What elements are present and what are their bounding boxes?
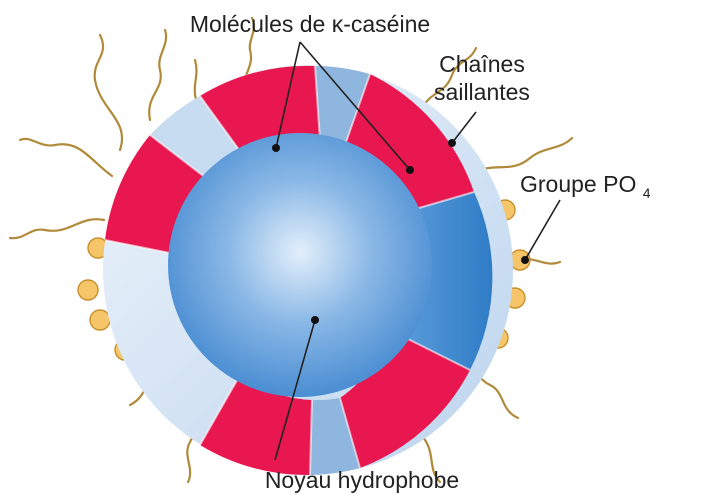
chain: [95, 35, 122, 150]
pointer-dot: [521, 256, 529, 264]
phosphate-label-text: Groupe PO: [520, 171, 636, 197]
chain: [10, 219, 104, 238]
chains-label-line1: Chaînes: [439, 51, 525, 77]
kappa-casein-label: Molécules de κ-caséine: [190, 11, 430, 37]
pointer-dot: [406, 166, 414, 174]
chain: [20, 139, 112, 176]
phosphate-label-subscript: 4: [643, 185, 651, 201]
chain: [149, 30, 166, 120]
core-label: Noyau hydrophobe: [265, 467, 459, 493]
chains-label-line2: saillantes: [434, 79, 530, 105]
phosphate-label: Groupe PO 4: [520, 171, 651, 201]
pointer-dot: [272, 144, 280, 152]
pointer-dot: [311, 316, 319, 324]
phosphate-bead: [90, 310, 110, 330]
phosphate-bead: [78, 280, 98, 300]
leader-phosphate: [525, 200, 560, 260]
pointer-dot: [448, 139, 456, 147]
hydrophobic-core: [168, 133, 432, 397]
